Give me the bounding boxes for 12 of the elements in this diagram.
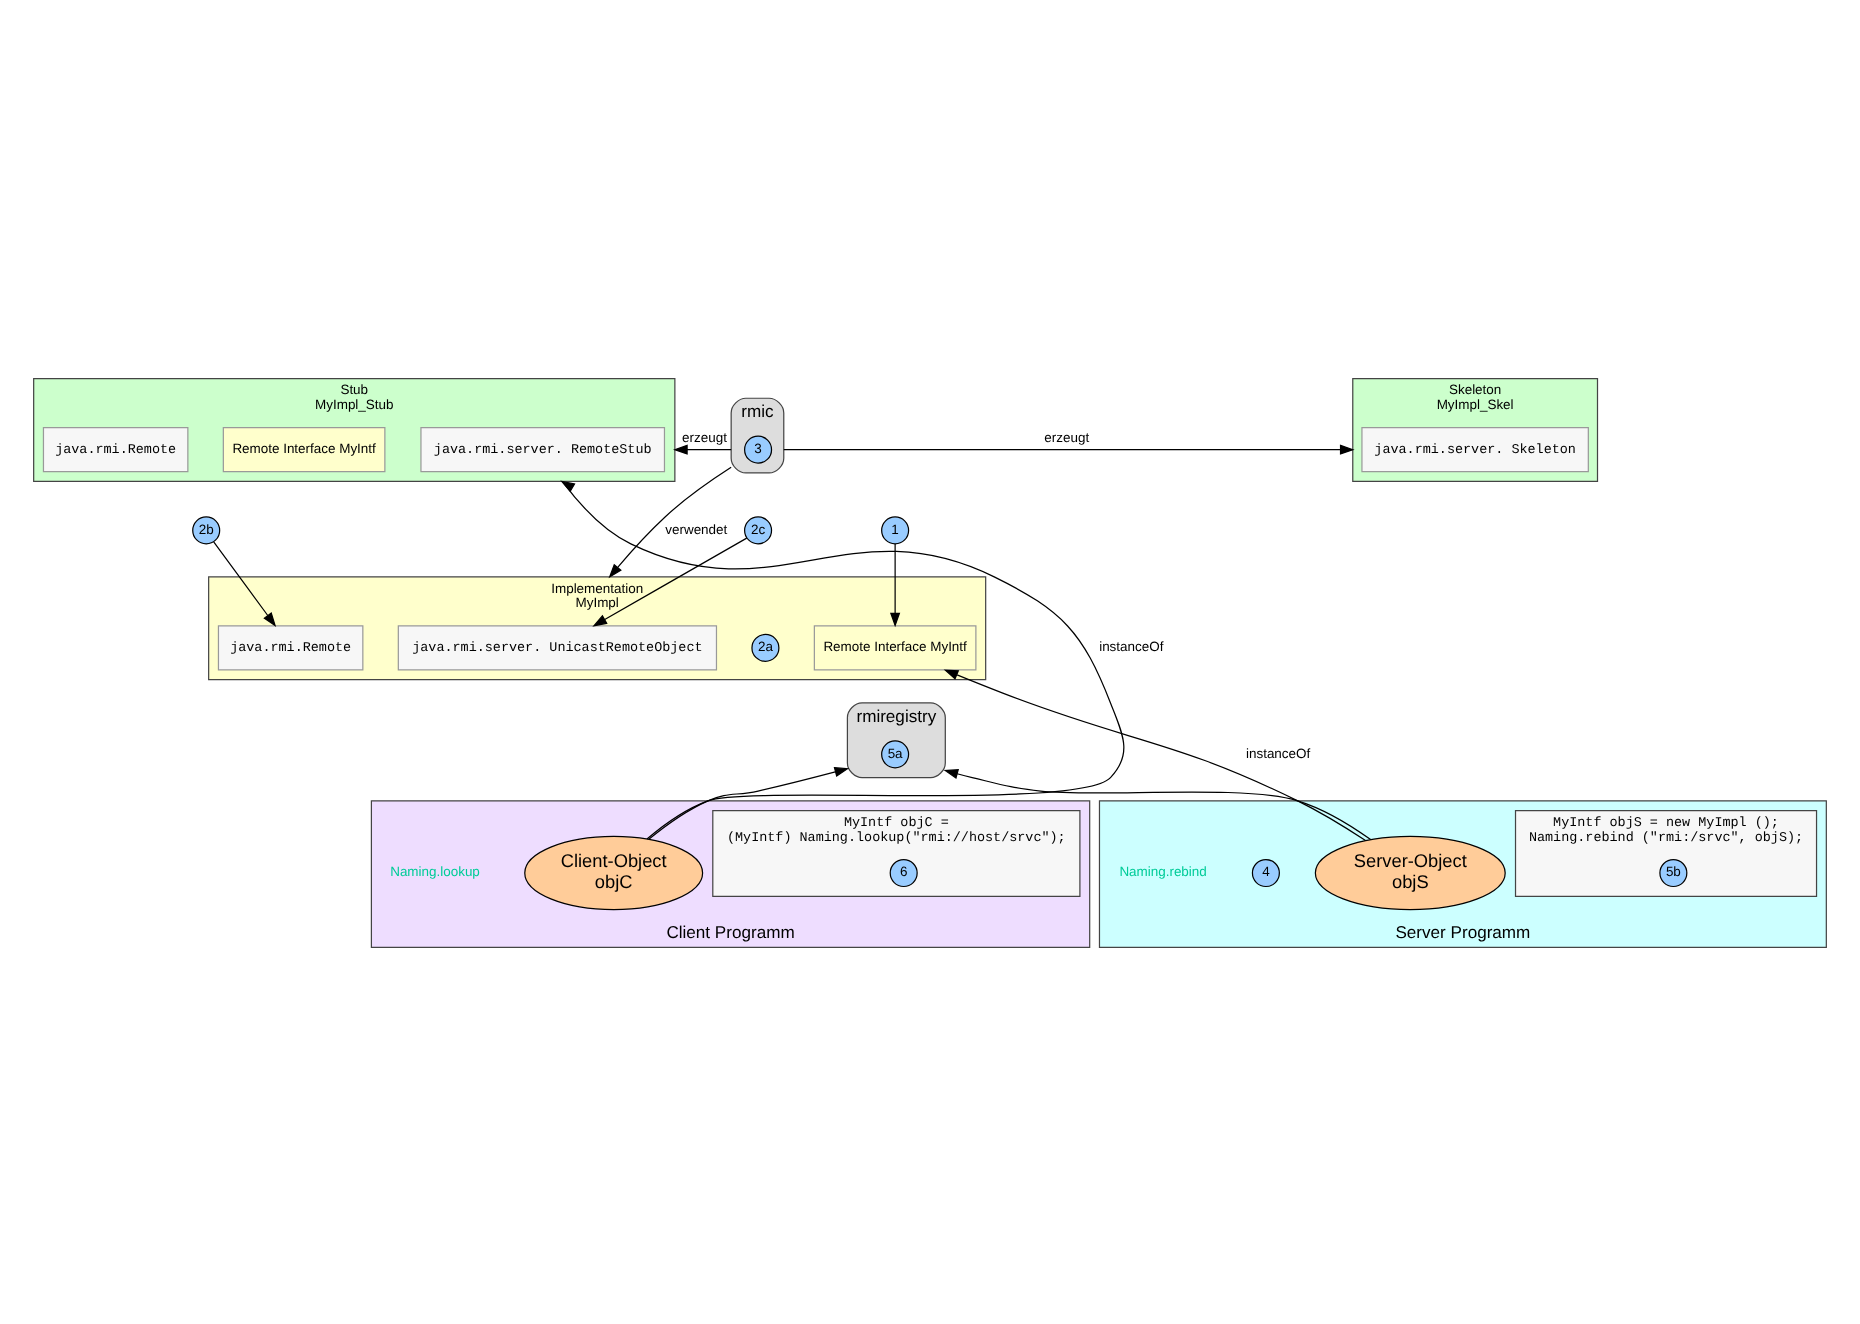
arrow bbox=[608, 465, 732, 578]
arrow bbox=[783, 443, 1355, 454]
arrow bbox=[889, 542, 901, 627]
arrow bbox=[560, 479, 1125, 839]
arrow bbox=[648, 766, 850, 839]
arrow bbox=[673, 443, 732, 454]
arrow bbox=[592, 536, 748, 626]
arrow bbox=[943, 767, 1372, 840]
node-ellipse: Client-Object objC bbox=[524, 834, 704, 910]
node-ellipse: Server-Object objS bbox=[1314, 834, 1506, 910]
arrow bbox=[213, 540, 277, 626]
arrow bbox=[943, 668, 1367, 841]
